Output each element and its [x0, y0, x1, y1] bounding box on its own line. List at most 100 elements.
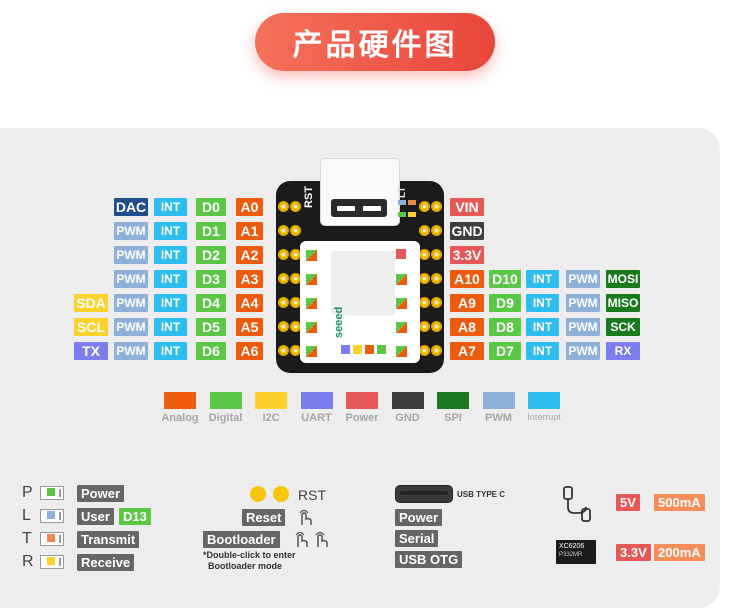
led-letter: L [22, 507, 31, 524]
led-indicator-icon [40, 555, 64, 569]
pin-digital-label: D4 [196, 294, 226, 312]
double-click-icon [295, 531, 328, 547]
power-pin-label: VIN [450, 198, 484, 216]
pin-pad-icon [278, 273, 289, 284]
pin-pwm-label: PWM [114, 270, 148, 288]
pin-marker-icon [306, 346, 317, 357]
pin-pwm-label: PWM [114, 342, 148, 360]
bootloader-note-1: *Double-click to enter [203, 550, 296, 560]
pin-pad-icon [278, 321, 289, 332]
led-letter: P [22, 484, 33, 501]
pin-marker-icon [396, 274, 407, 285]
usb-c-connector [320, 158, 400, 226]
pin-pad-icon [278, 225, 289, 236]
pin-pwm-label: PWM [566, 270, 600, 288]
usb-c-icon [395, 485, 453, 503]
pin-pad-icon [290, 225, 301, 236]
pin-analog-label: A9 [450, 294, 484, 312]
pin-extra-label: SCL [74, 318, 108, 336]
pin-spi-label: RX [606, 342, 640, 360]
pin-int-label: INT [154, 246, 187, 264]
spec-current: 200mA [654, 544, 705, 561]
pin-spi-label: SCK [606, 318, 640, 336]
led-transmit-icon [408, 200, 416, 205]
button-dot-icon [273, 486, 289, 502]
pin-digital-label: D2 [196, 246, 226, 264]
legend-swatch-icon [437, 392, 469, 409]
spec-voltage: 3.3V [616, 544, 651, 561]
regulator-line1: XC6206 [559, 543, 585, 550]
bootloader-label: Bootloader [203, 531, 280, 548]
legend-swatch-icon [300, 392, 333, 409]
pin-digital-label: D9 [489, 294, 521, 312]
pin-pad-icon [290, 201, 301, 212]
pin-digital-label: D6 [196, 342, 226, 360]
pin-digital-label: D5 [196, 318, 226, 336]
pin-pad-icon [278, 345, 289, 356]
led-receive-icon [408, 212, 416, 217]
pin-pad-icon [431, 201, 442, 212]
pin-digital-label: D8 [489, 318, 521, 336]
pin-pad-icon [431, 345, 442, 356]
pin-pwm-label: PWM [566, 318, 600, 336]
pin-pad-icon [431, 273, 442, 284]
legend-swatch-icon [391, 392, 424, 409]
pin-pad-icon [419, 225, 430, 236]
pin-pad-icon [419, 321, 430, 332]
pin-int-label: INT [526, 270, 559, 288]
pin-marker-icon [396, 298, 407, 309]
page-title: 产品硬件图 [292, 29, 458, 62]
legend-label: Interrupt [527, 412, 561, 422]
legend-label: I2C [262, 412, 280, 424]
usb-port-icon [331, 199, 387, 217]
legend-swatch-icon [528, 392, 560, 409]
pin-analog-label: A5 [236, 318, 263, 336]
led-indicator-icon [40, 486, 64, 500]
pin-int-label: INT [154, 270, 187, 288]
legend-swatch-icon [164, 392, 196, 409]
seeed-logo: seeed [333, 306, 345, 338]
pin-pad-icon [419, 297, 430, 308]
pin-spi-label: MISO [606, 294, 640, 312]
led-letter: R [22, 553, 34, 570]
bootloader-note-2: Bootloader mode [208, 561, 283, 571]
pin-digital-label: D1 [196, 222, 226, 240]
pin-pwm-label: PWM [566, 294, 600, 312]
pin-digital-label: D3 [196, 270, 226, 288]
led-label: Power [77, 485, 125, 502]
led-indicator-icon [40, 532, 64, 546]
pin-extra-label: SDA [74, 294, 108, 312]
power-pin-label: 3.3V [450, 246, 484, 264]
legend-label: Power [345, 412, 379, 424]
legend-label: Digital [208, 412, 243, 424]
pin-digital-label: D10 [489, 270, 521, 288]
led-label: Receive [77, 554, 135, 571]
spec-voltage: 5V [616, 494, 640, 511]
i2c-square-icon [353, 345, 362, 354]
pin-pad-icon [419, 273, 430, 284]
pin-pwm-label: PWM [114, 318, 148, 336]
legend-label: SPI [444, 412, 462, 424]
pin-analog-label: A10 [450, 270, 484, 288]
pin-marker-icon [306, 322, 317, 333]
pin-marker-icon [306, 298, 317, 309]
pin-analog-label: A2 [236, 246, 263, 264]
legend-swatch-icon [255, 392, 287, 409]
legend-swatch-icon [482, 392, 515, 409]
usb-cable-icon [563, 486, 591, 522]
legend-label: GND [395, 412, 420, 424]
legend-label: Analog [161, 412, 199, 424]
pin-dac-label: DAC [114, 198, 148, 216]
pin-pad-icon [278, 297, 289, 308]
led-power-icon [398, 212, 406, 217]
legend-label: UART [301, 412, 332, 424]
pin-pad-icon [431, 225, 442, 236]
title-banner: 产品硬件图 [255, 13, 495, 71]
pin-pad-icon [278, 249, 289, 260]
usb-feature-label: USB OTG [395, 551, 463, 568]
led-extra-label: D13 [119, 508, 151, 525]
pin-analog-label: A0 [236, 198, 263, 216]
spec-current: 500mA [654, 494, 705, 511]
power-square-icon [396, 249, 406, 259]
pin-pad-icon [419, 201, 430, 212]
